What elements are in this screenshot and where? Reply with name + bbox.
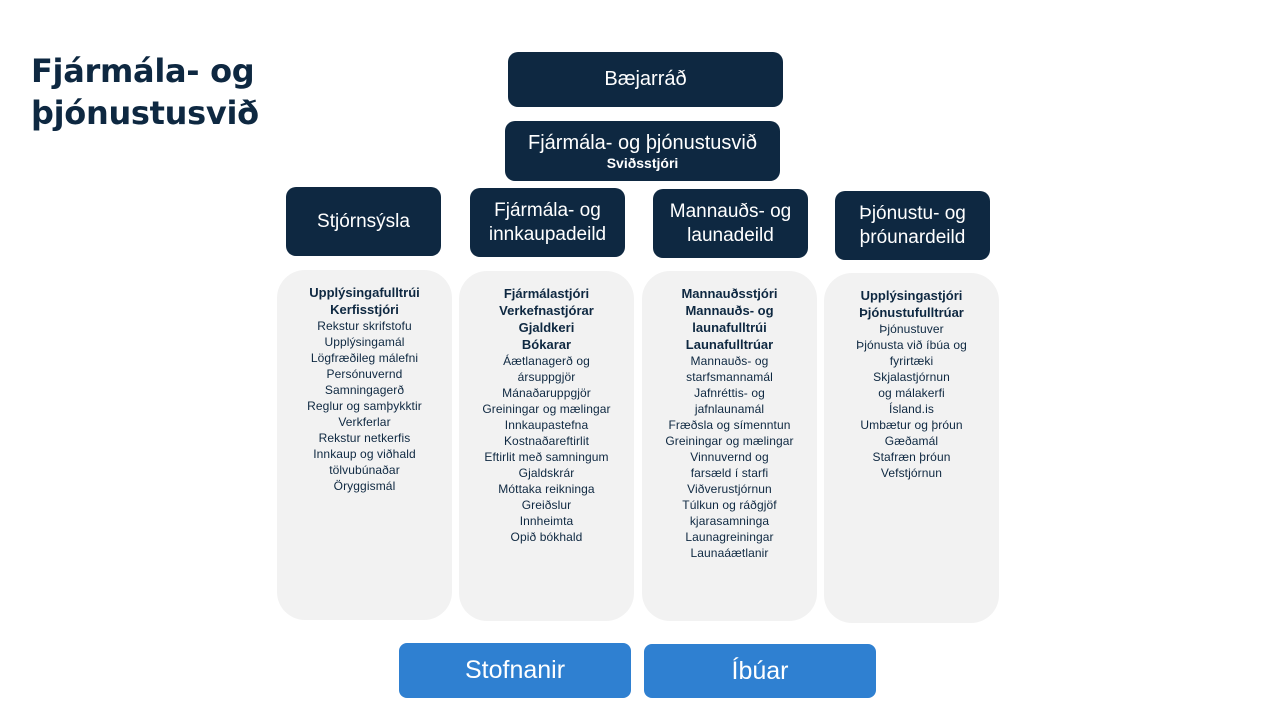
task-item: Rekstur skrifstofu [317, 319, 412, 333]
role-label: Verkefnastjórar [499, 303, 594, 318]
task-item: og málakerfi [878, 386, 945, 400]
node-sublabel: Sviðsstjóri [606, 155, 679, 171]
node-label: Bæjarráð [604, 68, 687, 90]
task-item: Innkaupastefna [504, 418, 589, 432]
node-division: Fjármála- og þjónustusvið Sviðsstjóri [505, 121, 780, 181]
department-node: Fjármála- og innkaupadeild [470, 188, 625, 257]
role-label: Mannauðsstjóri [681, 286, 778, 301]
task-item: Rekstur netkerfis [318, 431, 411, 445]
task-item: Þjónustuver [879, 322, 944, 336]
task-item: Persónuvernd [326, 367, 403, 381]
task-item: Verkferlar [338, 415, 391, 429]
task-item: Lögfræðileg málefni [310, 351, 419, 365]
task-item: Greiningar og mælingar [482, 402, 611, 416]
task-item: jafnlaunamál [694, 402, 765, 416]
task-item: Jafnréttis- og [694, 386, 765, 400]
task-item: Umbætur og þróun [860, 418, 963, 432]
task-item: Launagreiningar [685, 530, 774, 544]
department-label: Mannauðs- og launadeild [669, 200, 792, 246]
task-item: Þjónusta við íbúa og [856, 338, 967, 352]
task-item: Greiningar og mælingar [665, 434, 794, 448]
role-label: Upplýsingastjóri [860, 288, 963, 303]
task-item: starfsmannamál [686, 370, 773, 384]
task-item: Launaáætlanir [690, 546, 769, 560]
task-item: Innkaup og viðhald [313, 447, 416, 461]
task-item: Vinnuvernd og [690, 450, 769, 464]
task-item: ársuppgjör [517, 370, 576, 384]
node-baejarrad: Bæjarráð [508, 52, 783, 107]
page-title: Fjármála- og þjónustusvið [31, 52, 259, 132]
task-item: tölvubúnaðar [329, 463, 400, 477]
task-item: Kostnaðareftirlit [503, 434, 590, 448]
task-item: Gæðamál [884, 434, 939, 448]
node-ibuar: Íbúar [644, 644, 876, 698]
role-label: Kerfisstjóri [330, 302, 399, 317]
node-label: Stofnanir [464, 656, 566, 684]
department-node: Stjórnsýsla [286, 187, 441, 256]
task-item: Viðverustjórnun [687, 482, 772, 496]
role-label: Þjónustufulltrúar [859, 305, 964, 320]
department-node: Mannauðs- og launadeild [653, 189, 808, 258]
task-item: fyrirtæki [889, 354, 934, 368]
role-label: Bókarar [521, 337, 572, 352]
task-item: Vefstjórnun [880, 466, 943, 480]
task-item: Áætlanagerð og [503, 354, 590, 368]
department-label: Stjórnsýsla [317, 210, 410, 232]
task-item: Stafræn þróun [872, 450, 951, 464]
task-item: Túlkun og ráðgjöf [682, 498, 777, 512]
node-stofnanir: Stofnanir [399, 643, 631, 698]
task-item: Opið bókhald [510, 530, 583, 544]
task-item: Móttaka reikninga [498, 482, 595, 496]
task-item: Reglur og samþykktir [307, 399, 422, 413]
task-item: Ísland.is [889, 402, 934, 416]
task-item: Mannauðs- og [690, 354, 769, 368]
task-item: Gjaldskrár [518, 466, 575, 480]
task-item: Innheimta [519, 514, 574, 528]
task-item: kjarasamninga [689, 514, 770, 528]
task-item: Upplýsingamál [324, 335, 405, 349]
role-label: launafulltrúi [692, 320, 767, 335]
task-item: Greiðslur [521, 498, 572, 512]
task-item: farsæld í starfi [690, 466, 769, 480]
task-item: Samningagerð [324, 383, 405, 397]
role-label: Upplýsingafulltrúi [309, 285, 420, 300]
task-item: Eftirlit með samningum [484, 450, 609, 464]
node-label: Fjármála- og þjónustusvið [528, 132, 757, 154]
role-label: Fjármálastjóri [503, 286, 590, 301]
task-item: Fræðsla og símenntun [668, 418, 791, 432]
department-node: Þjónustu- og þróunardeild [835, 191, 990, 260]
department-label: Þjónustu- og þróunardeild [859, 202, 966, 248]
role-label: Launafulltrúar [685, 337, 774, 352]
task-item: Öryggismál [333, 479, 396, 493]
department-label: Fjármála- og innkaupadeild [488, 199, 607, 245]
task-item: Mánaðaruppgjör [502, 386, 591, 400]
task-item: Skjalastjórnun [873, 370, 950, 384]
role-label: Gjaldkeri [518, 320, 575, 335]
node-label: Íbúar [731, 656, 789, 685]
role-label: Mannauðs- og [685, 303, 774, 318]
